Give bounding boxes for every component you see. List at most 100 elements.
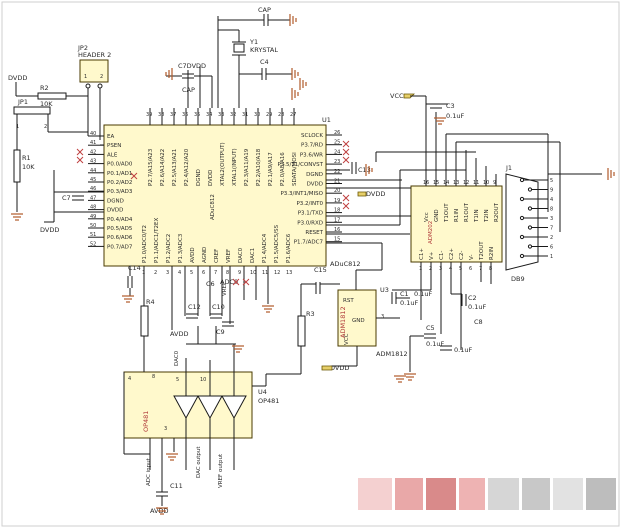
u1-bottom-pin-name: P1.4/ADC4 — [262, 233, 268, 263]
db9-pin-num: 3 — [550, 216, 553, 222]
u1-left-pin-num: 52 — [90, 241, 96, 247]
r1-body — [13, 149, 21, 183]
cap-top-label: CAP — [258, 6, 271, 14]
u1-top-pin-name: P2.0/A8/A16 — [280, 152, 286, 186]
u1-top-pin-name: XTAL2(OUTPUT) — [220, 142, 226, 186]
u1-left-pin-num: 40 — [90, 131, 96, 137]
u2-top-pin-num: 9 — [493, 180, 496, 186]
u4-pin-5: 5 — [176, 377, 179, 383]
u3-label2: ADM1812 — [376, 350, 408, 358]
jp2-pin-1: 1 — [84, 74, 87, 80]
u3-part-label: ADM1812 — [339, 306, 347, 338]
c1-ref: C1 — [400, 290, 409, 298]
r2-body — [37, 92, 67, 100]
u1-bottom-pin-num: 10 — [250, 270, 256, 276]
u1-bottom-pin-name: AGND — [202, 247, 208, 263]
cbot-value: 0.1uF — [454, 346, 472, 354]
no-connect-mark-stroke — [130, 172, 138, 180]
u1-right-pin-name: DGND — [306, 172, 323, 178]
db9-pin-num: 4 — [550, 197, 553, 203]
db9-pin-num: 9 — [550, 188, 553, 194]
r3-ref: R3 — [306, 310, 315, 318]
u1-right-pin-name: DVDD — [307, 182, 323, 188]
u2-body — [410, 185, 503, 263]
u2-part: ADM202 — [428, 221, 434, 244]
u1-top-pin-name: P2.2/A10/A18 — [256, 148, 262, 186]
y1-part: KRYSTAL — [250, 46, 278, 54]
db9-pin-num: 7 — [550, 226, 553, 232]
db9-pin-pad — [527, 206, 533, 211]
no-connect-mark-stroke — [342, 148, 350, 156]
c1-value: 0.1uF — [400, 299, 418, 307]
u1-top-pin-name: P2.6/A14/A22 — [160, 149, 166, 186]
jp2-body — [79, 59, 109, 83]
jp1-ref: JP1 — [17, 98, 28, 106]
u1-right-pin-name: P3.6/WR — [300, 152, 323, 158]
u2-bottom-pin-name: T2OUT — [479, 241, 485, 261]
u1-top-pin-num: 33 — [218, 112, 224, 118]
dvdd-mid-label: DVDD — [366, 190, 385, 198]
u4-ref: U4 — [258, 388, 267, 396]
u1-top-pin-num: 28 — [278, 112, 284, 118]
resistor-r1: R1 10K — [13, 149, 35, 183]
u1-top-pin-name: P2.5/A13/A21 — [172, 149, 178, 186]
avdd-label-1: AVDD — [170, 330, 189, 338]
u2-bottom-pin-name: C1+ — [419, 248, 425, 260]
r1-value: 10K — [22, 163, 35, 171]
u1-right-pin-name: P3.7/RD — [301, 143, 323, 149]
no-connect-mark-stroke — [76, 156, 84, 164]
net-vref-output: VREF output — [218, 453, 224, 488]
no-connect-mark-stroke — [242, 278, 250, 286]
dvdd-bottom-flag — [321, 365, 333, 371]
u1-right-pin-num: 18 — [334, 208, 340, 214]
net-vref: VREF — [222, 282, 228, 296]
c9-label: C9 — [216, 328, 225, 336]
u4-part: OP481 — [258, 397, 279, 405]
u2-bottom-pin-name: C1- — [439, 251, 445, 260]
db9-pin-pad — [519, 253, 525, 259]
u1-bottom-pin-num: 11 — [262, 270, 268, 276]
u3-body — [337, 289, 377, 347]
u1-left-pin-name: P0.4/AD4 — [107, 217, 133, 223]
u1-left-pin-num: 47 — [90, 195, 96, 201]
u2-top-pin-name: T1OUT — [444, 203, 450, 223]
u1-top-pin-num: 39 — [146, 112, 152, 118]
net-dac0: DAC0 — [174, 350, 180, 366]
net-adc0: ADC0 — [220, 278, 238, 286]
db9-pin-pad — [527, 244, 533, 249]
u1-right-pin-num: 26 — [334, 130, 340, 136]
jp2-part: HEADER 2 — [78, 51, 111, 59]
u1-top-pin-num: 32 — [230, 112, 236, 118]
u1-right-pin-name: P3.2/INT0 — [296, 201, 323, 207]
u1-top-pin-name: P2.7/A15/A23 — [148, 148, 154, 186]
u1-right-pin-num: 24 — [334, 149, 340, 155]
u4-pin-4: 4 — [128, 376, 131, 382]
no-connect-mark-stroke — [342, 202, 350, 210]
no-connect-mark-stroke — [342, 140, 350, 148]
u1-top-pin-num: 38 — [158, 112, 164, 118]
u1-left-pin-name: P0.1/AD1 — [107, 171, 132, 177]
u1-left-pin-name: EA — [107, 134, 114, 140]
net-labels: ADuC812 ADC0 DAC0 VREF ADC input DAC out… — [146, 260, 361, 488]
u1-top-pin-name: XTAL1(INPUT) — [232, 148, 238, 186]
u1-left-pin-num: 48 — [90, 205, 96, 211]
u4-pin-10: 10 — [200, 377, 206, 383]
u1-right-pins: 26SCLOCK25P3.7/RD24P3.6/WR23P3.5/T1/CONV… — [277, 130, 342, 246]
u1-bottom-pin-num: 3 — [166, 270, 169, 276]
u1-left-pin-name: PSEN — [107, 143, 121, 149]
r2-ref: R2 — [40, 84, 49, 92]
u2-top-pin-name: R2OUT — [494, 202, 500, 222]
r1-ref: R1 — [22, 154, 31, 162]
c3-value: 0.1uF — [446, 112, 464, 120]
db9-pin-pad — [519, 196, 525, 202]
u1-top-pin-num: 27 — [290, 112, 296, 118]
u1-left-pin-num: 42 — [90, 149, 96, 155]
u1-right-pin-num: 22 — [334, 169, 340, 175]
u1-left-pin-num: 45 — [90, 177, 96, 183]
u1-right-pin-name: SCLOCK — [301, 133, 323, 139]
u1-bottom-pin-num: 4 — [178, 270, 181, 276]
jp2-pad-1 — [85, 83, 91, 89]
u1-left-pin-num: 43 — [90, 159, 96, 165]
u1-right-pin-name: RESET — [305, 230, 323, 236]
